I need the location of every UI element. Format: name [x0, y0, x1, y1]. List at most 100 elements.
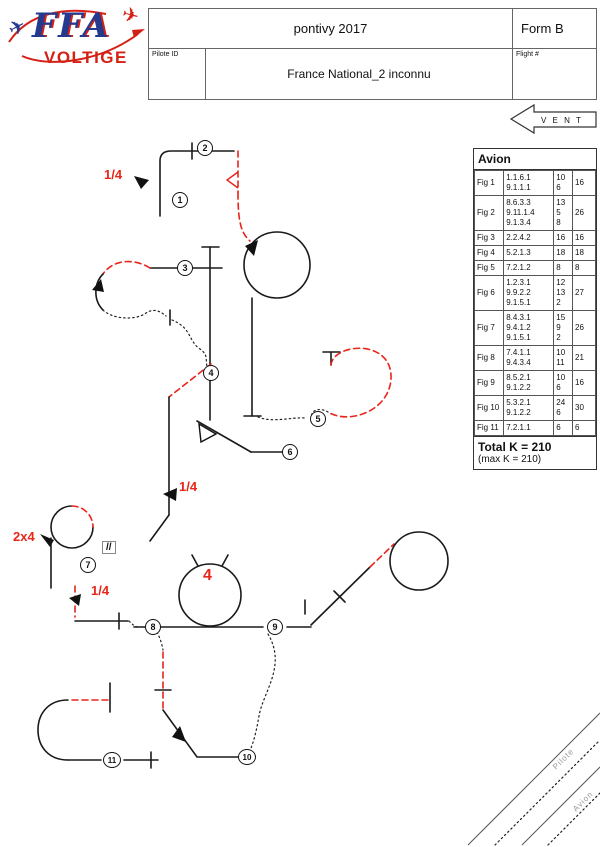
program-title: France National_2 inconnu: [287, 67, 431, 81]
catalog-number: 7.2.1.1: [506, 423, 531, 432]
table-row: Fig 11 7.2.1.1 6 6: [473, 420, 596, 436]
catalog-cell: 1.1.6.1 9.1.1.1: [503, 170, 555, 196]
table-row: Fig 6 1.2.3.1 9.9.2.2 9.1.5.1 12 13 2 27: [473, 275, 596, 311]
max-k-label: (max K = 210): [478, 454, 542, 465]
figure-number-6: 6: [282, 444, 298, 460]
k-value: 6: [556, 423, 561, 432]
k-cell: 13 5 8: [553, 195, 574, 231]
catalog-number: 5.3.2.1: [506, 398, 531, 407]
quarter-roll-label-1: 1/4: [104, 167, 123, 182]
k-value: 15: [556, 313, 566, 322]
catalog-number: 8.6.3.3: [506, 198, 531, 207]
figure-7-drawing: [40, 505, 138, 630]
figure-3-drawing: [92, 260, 223, 369]
header-row-2: Pilote ID France National_2 inconnu Flig…: [149, 49, 596, 99]
fig-label: Fig 6: [473, 275, 505, 311]
catalog-cell: 1.2.3.1 9.9.2.2 9.1.5.1: [503, 275, 555, 311]
two-by-four-roll-label: 2x4: [13, 529, 35, 544]
fig-label: Fig 8: [473, 345, 505, 371]
catalog-number: 2.2.4.2: [506, 233, 531, 242]
fig-label: Fig 10: [473, 395, 505, 421]
table-row: Fig 8 7.4.1.1 9.4.3.4 10 11 21: [473, 345, 596, 371]
catalog-number: 5.2.1.3: [506, 248, 531, 257]
total-cell: 18: [572, 245, 596, 261]
catalog-number: 8.4.3.1: [506, 313, 531, 322]
k-value: 6: [556, 383, 561, 392]
form-header: pontivy 2017 Form B Pilote ID France Nat…: [148, 8, 597, 100]
catalog-number: 9.4.3.4: [506, 358, 531, 367]
catalog-number: 9.1.3.4: [506, 218, 531, 227]
vent-label: V E N T: [541, 116, 583, 125]
catalog-number: 9.11.1.4: [506, 208, 535, 217]
k-cell: 10 6: [553, 170, 574, 196]
catalog-number: 9.1.2.2: [506, 383, 531, 392]
catalog-cell: 8.4.3.1 9.4.1.2 9.1.5.1: [503, 310, 555, 346]
direction-arrow-icon: [92, 279, 104, 292]
catalog-number: 9.9.2.2: [506, 288, 531, 297]
flight-number-label: Flight #: [512, 49, 596, 99]
avion-table-panel: Avion Fig 1 1.1.6.1 9.1.1.1 10 6 16 Fig …: [473, 148, 597, 470]
figure-6-drawing: [149, 363, 284, 542]
interruption-marker: //: [102, 541, 116, 554]
fig-label: Fig 1: [473, 170, 505, 196]
fig-label: Fig 7: [473, 310, 505, 346]
total-cell: 26: [572, 195, 596, 231]
table-row: Fig 2 8.6.3.3 9.11.1.4 9.1.3.4 13 5 8 26: [473, 195, 596, 231]
table-row: Fig 7 8.4.3.1 9.4.1.2 9.1.5.1 15 9 2 26: [473, 310, 596, 346]
k-value: 9: [556, 323, 561, 332]
catalog-cell: 8.6.3.3 9.11.1.4 9.1.3.4: [503, 195, 555, 231]
figure-number-1: 1: [172, 192, 188, 208]
k-value: 6: [556, 183, 561, 192]
figure-9-drawing: [286, 531, 449, 628]
k-value: 2: [556, 298, 561, 307]
quarter-roll-arrow-icon: [134, 176, 149, 189]
k-value: 10: [556, 173, 566, 182]
catalog-number: 9.1.1.1: [506, 183, 531, 192]
k-value: 12: [556, 278, 566, 287]
k-value: 24: [556, 398, 566, 407]
k-cell: 10 11: [553, 345, 574, 371]
pilote-id-label: Pilote ID: [149, 49, 206, 99]
k-value: 10: [556, 373, 566, 382]
spin-triangle-icon: [198, 422, 218, 444]
figure-4-drawing: [201, 246, 220, 421]
quarter-roll-label-2: 1/4: [179, 479, 198, 494]
k-value: 11: [556, 358, 565, 367]
figure-number-5: 5: [310, 411, 326, 427]
fig-label: Fig 5: [473, 260, 505, 276]
figure-number-7: 7: [80, 557, 96, 573]
k-cell: 15 9 2: [553, 310, 574, 346]
total-k-label: Total K = 210: [478, 440, 552, 454]
four-point-roll-label: 4: [203, 567, 212, 584]
k-value: 2: [556, 333, 561, 342]
wind-arrow-icon: [509, 103, 597, 135]
figure-8-drawing: [133, 554, 264, 628]
catalog-number: 9.4.1.2: [506, 323, 531, 332]
total-cell: 30: [572, 395, 596, 421]
catalog-number: 1.1.6.1: [506, 173, 531, 182]
k-cell: 6: [553, 420, 574, 436]
table-row: Fig 10 5.3.2.1 9.1.2.2 24 6 30: [473, 395, 596, 421]
k-value: 13: [556, 288, 566, 297]
k-cell: 8: [553, 260, 574, 276]
fig-label: Fig 2: [473, 195, 505, 231]
k-cell: 12 13 2: [553, 275, 574, 311]
figure-11-drawing: [37, 682, 159, 769]
wind-arrow: V E N T: [509, 103, 597, 135]
catalog-cell: 5.2.1.3: [503, 245, 555, 261]
k-value: 16: [556, 233, 566, 242]
roll-arrow-icon: [40, 534, 54, 547]
total-cell: 21: [572, 345, 596, 371]
quarter-roll-label-3: 1/4: [91, 583, 110, 598]
logo-voltige-text: VOLTIGE: [44, 48, 128, 67]
table-row: Fig 3 2.2.4.2 16 16: [473, 230, 596, 246]
total-k-box: Total K = 210 (max K = 210): [474, 436, 596, 469]
catalog-cell: 2.2.4.2: [503, 230, 555, 246]
figure-number-8: 8: [145, 619, 161, 635]
k-value: 6: [556, 408, 561, 417]
figure-2-drawing: [225, 150, 311, 417]
k-value: 8: [556, 263, 561, 272]
logo-ffa-text: FFA: [32, 6, 111, 46]
k-value: 5: [556, 208, 561, 217]
